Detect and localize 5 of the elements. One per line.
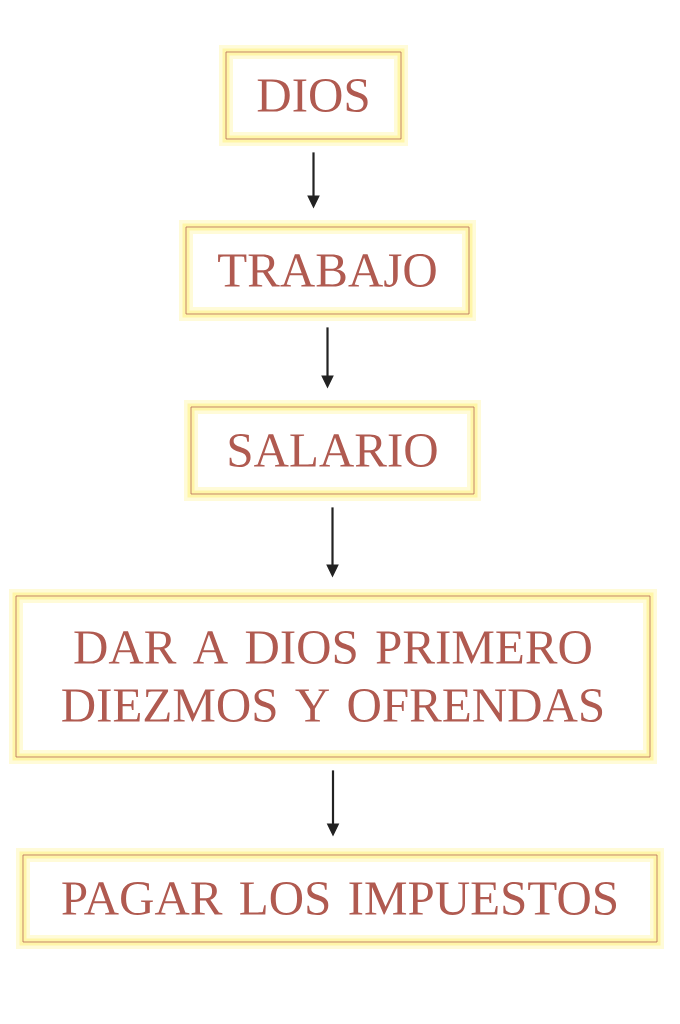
process-box: DIOS (219, 45, 408, 146)
process-box: SALARIO (184, 400, 481, 501)
process-box: PAGAR LOS IMPUESTOS (16, 848, 664, 949)
process-box: TRABAJO (179, 220, 476, 321)
process-box: DAR A DIOS PRIMERO DIEZMOS Y OFRENDAS (9, 589, 657, 764)
